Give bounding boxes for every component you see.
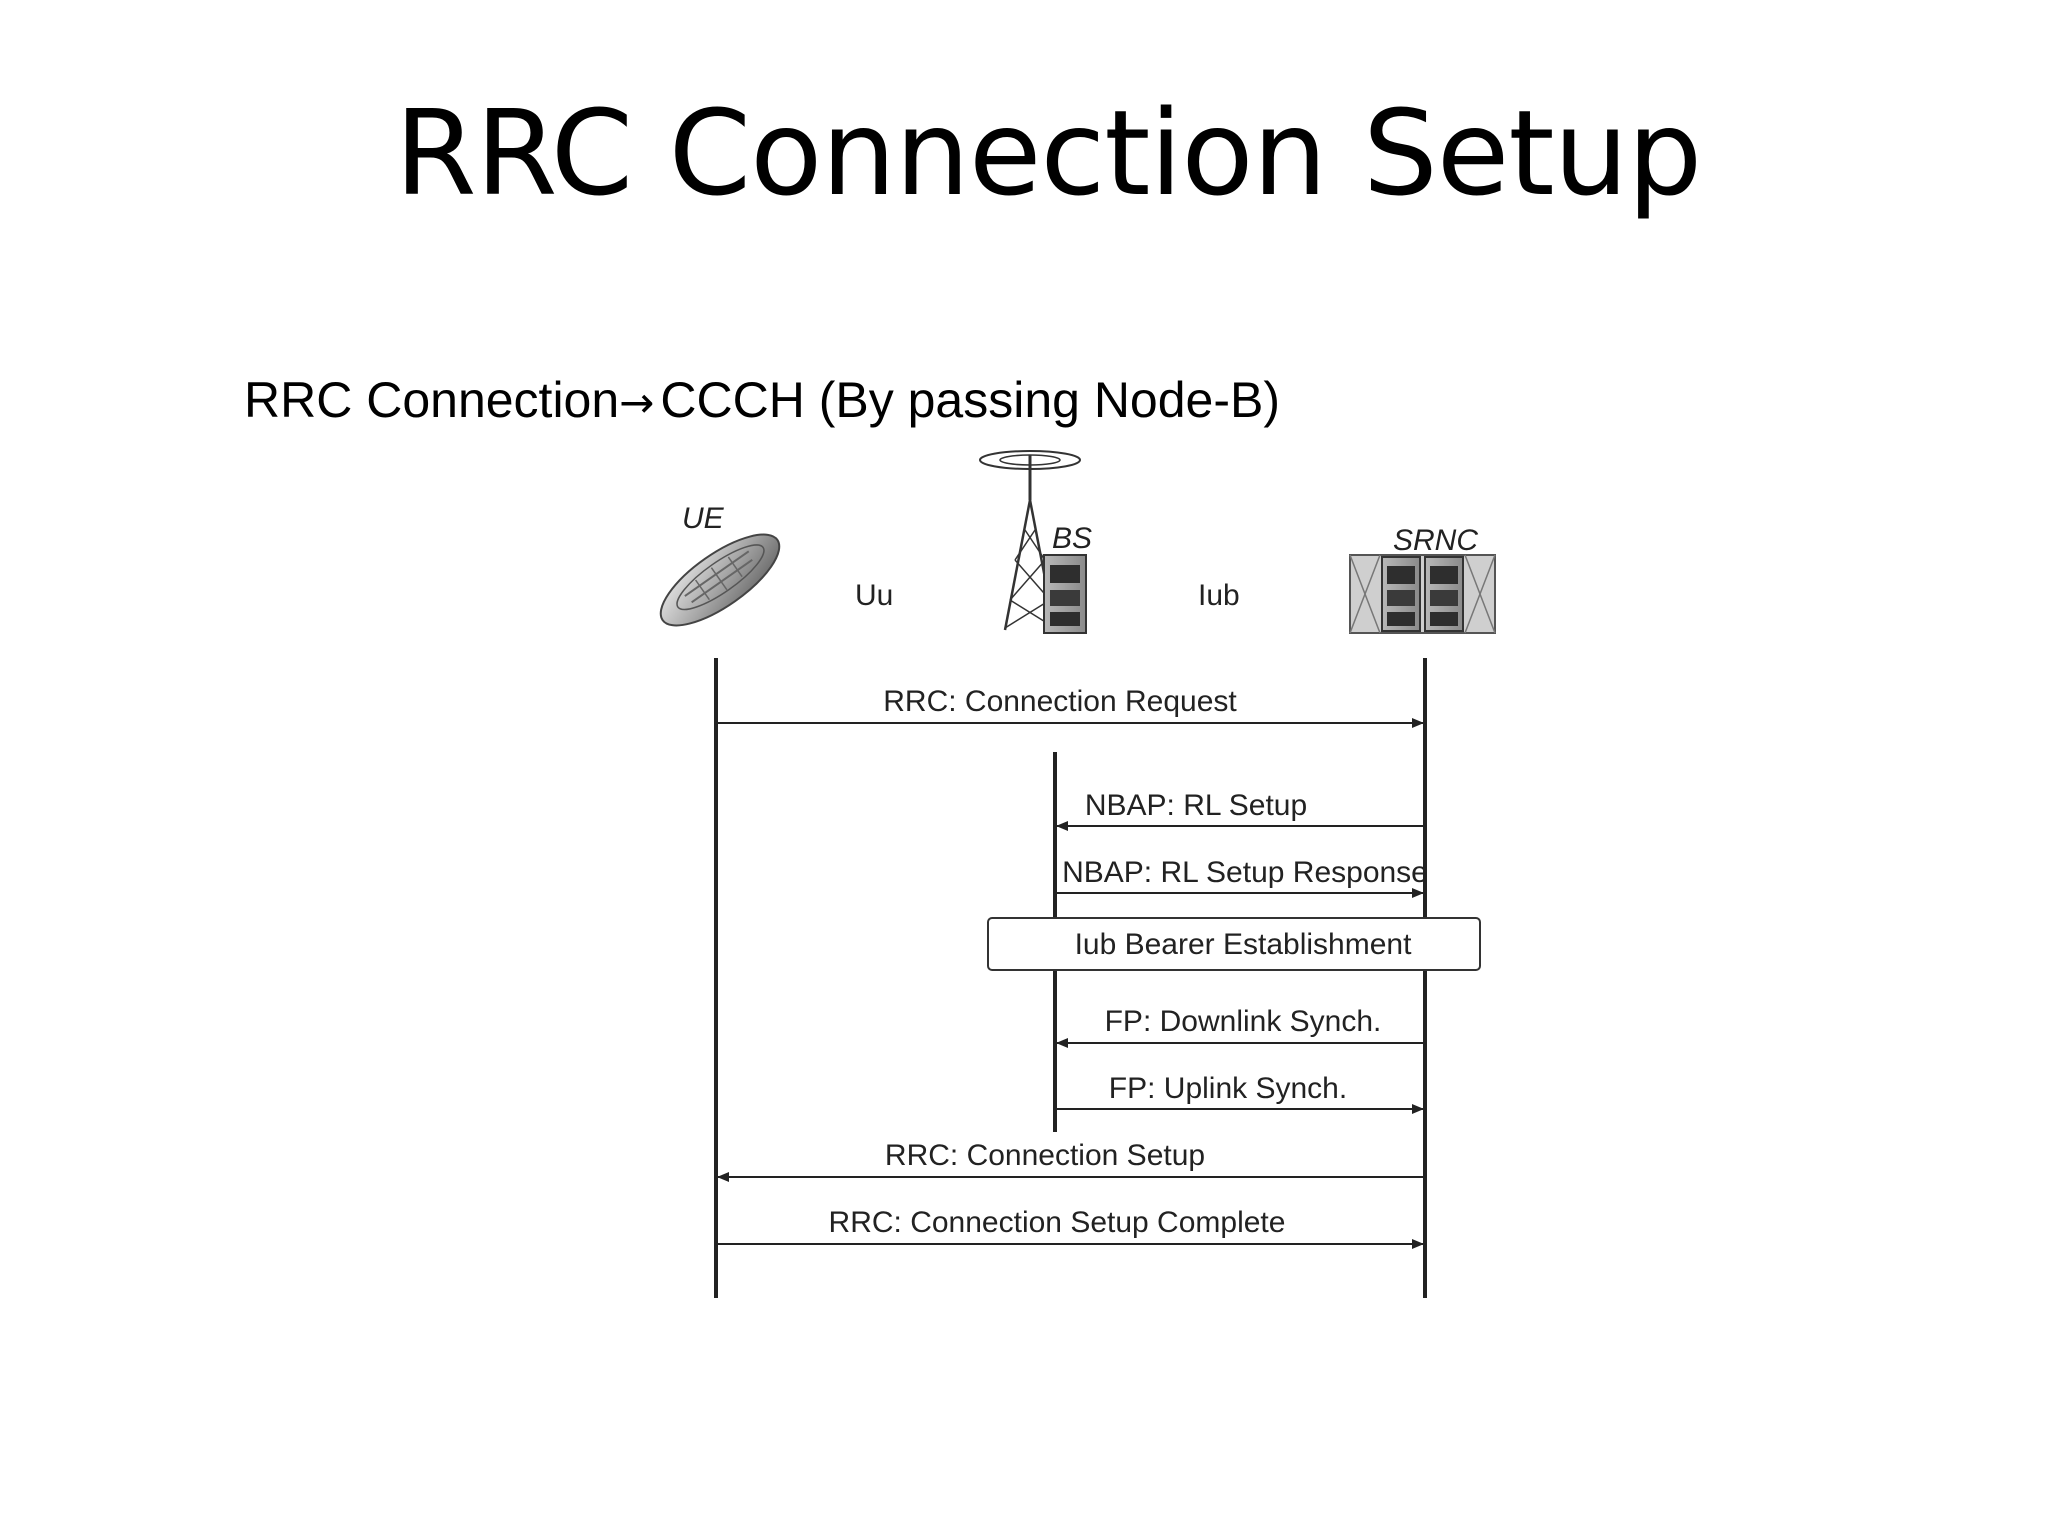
right-arrow-icon: → <box>619 378 655 427</box>
message-label-nbap-rl-setup-response: NBAP: RL Setup Response <box>1062 856 1428 889</box>
node-label-bs: BS <box>1052 522 1092 555</box>
bearer-box-label: Iub Bearer Establishment <box>1075 928 1413 961</box>
message-label-fp-uplink-synch: FP: Uplink Synch. <box>1109 1072 1347 1105</box>
node-label-srnc: SRNC <box>1393 524 1478 557</box>
message-label-fp-downlink-synch: FP: Downlink Synch. <box>1105 1005 1382 1038</box>
interface-label-iub: Iub <box>1198 579 1240 612</box>
base-station-tower-icon <box>979 450 1087 634</box>
mobile-phone-icon <box>659 533 781 627</box>
message-label-rrc-connection-setup: RRC: Connection Setup <box>885 1139 1205 1172</box>
server-rack-icon <box>1349 554 1496 634</box>
message-label-nbap-rl-setup: NBAP: RL Setup <box>1085 789 1307 822</box>
subtitle-left: RRC Connection <box>244 372 620 428</box>
node-label-ue: UE <box>682 502 725 535</box>
slide-title: RRC Connection Setup <box>394 84 1703 222</box>
message-label-rrc-connection-setup-complete: RRC: Connection Setup Complete <box>829 1206 1286 1239</box>
slide-subtitle: RRC Connection→CCCH (By passing Node-B) <box>244 370 1280 433</box>
subtitle-right: CCCH (By passing Node-B) <box>660 372 1281 428</box>
iub-bearer-establishment-box: Iub Bearer Establishment <box>987 917 1481 971</box>
interface-label-uu: Uu <box>855 579 893 612</box>
message-label-rrc-connection-request: RRC: Connection Request <box>883 685 1237 718</box>
